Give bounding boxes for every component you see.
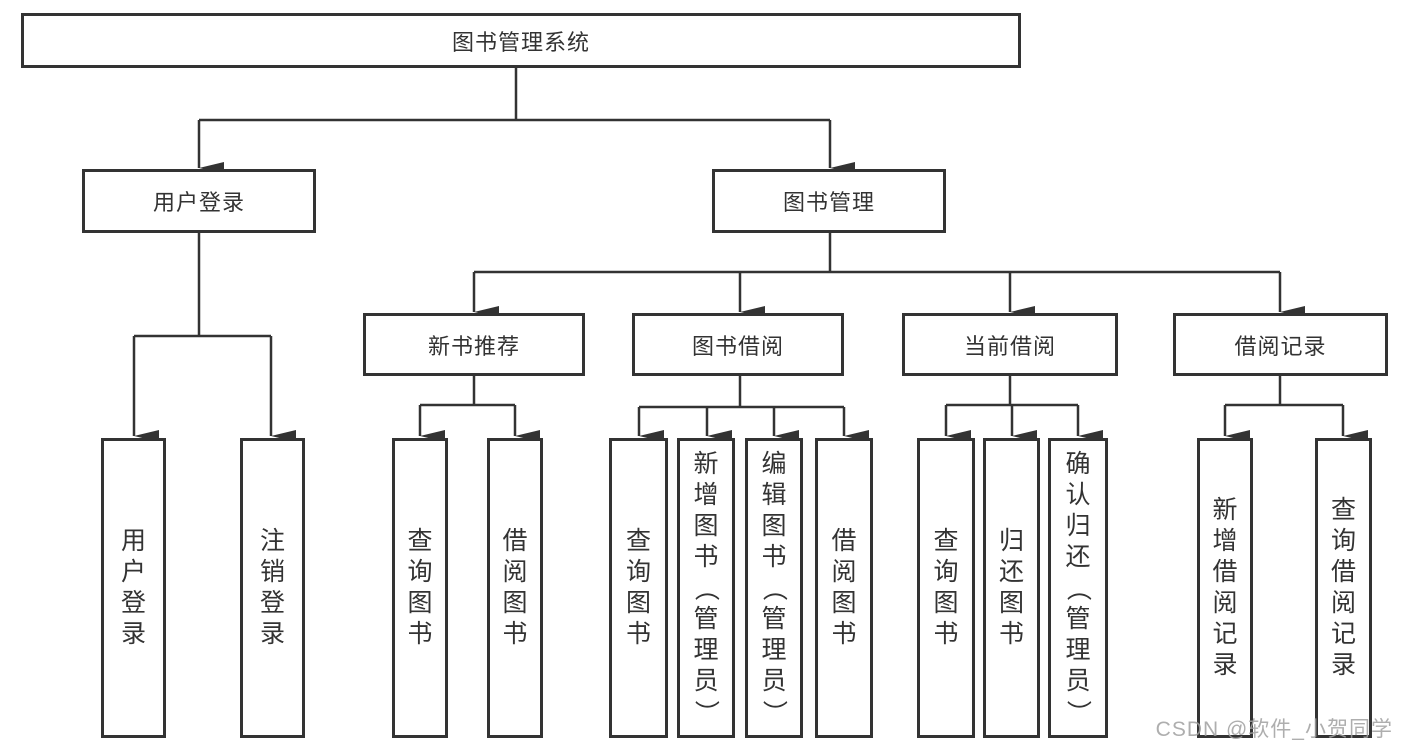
- leaf-borrow-search: 查询图书: [609, 438, 668, 738]
- leaf-borrow-edit-admin-label: 编辑图书（管理员）: [760, 449, 789, 725]
- leaf-records-search: 查询借阅记录: [1315, 438, 1372, 738]
- leaf-current-return: 归还图书: [983, 438, 1040, 738]
- leaf-newbooks-borrow: 借阅图书: [487, 438, 543, 738]
- leaf-current-search: 查询图书: [917, 438, 975, 738]
- node-book-management: 图书管理: [712, 169, 946, 233]
- leaf-records-search-label: 查询借阅记录: [1330, 496, 1356, 679]
- leaf-newbooks-borrow-label: 借阅图书: [502, 527, 528, 648]
- leaf-current-return-label: 归还图书: [998, 527, 1024, 648]
- leaf-newbooks-search-label: 查询图书: [407, 527, 433, 648]
- node-book-borrow: 图书借阅: [632, 313, 844, 376]
- leaf-borrow-search-label: 查询图书: [625, 527, 651, 648]
- leaf-newbooks-search: 查询图书: [392, 438, 448, 738]
- leaf-borrow-borrow: 借阅图书: [815, 438, 873, 738]
- leaf-logout: 注销登录: [240, 438, 305, 738]
- leaf-borrow-add-admin: 新增图书（管理员）: [677, 438, 735, 738]
- node-current-borrow: 当前借阅: [902, 313, 1118, 376]
- node-new-book-recommend: 新书推荐: [363, 313, 585, 376]
- leaf-current-confirm-admin-label: 确认归还（管理员）: [1064, 449, 1093, 725]
- leaf-records-add-label: 新增借阅记录: [1212, 496, 1238, 679]
- leaf-user-login-label: 用户登录: [120, 527, 146, 648]
- node-root-system: 图书管理系统: [21, 13, 1021, 68]
- node-user-login: 用户登录: [82, 169, 316, 233]
- leaf-current-search-label: 查询图书: [933, 527, 959, 648]
- leaf-borrow-edit-admin: 编辑图书（管理员）: [745, 438, 803, 738]
- leaf-user-login: 用户登录: [101, 438, 166, 738]
- leaf-logout-label: 注销登录: [259, 527, 285, 648]
- leaf-current-confirm-admin: 确认归还（管理员）: [1048, 438, 1108, 738]
- leaf-records-add: 新增借阅记录: [1197, 438, 1253, 738]
- watermark: CSDN @软件_小贺同学: [1155, 718, 1393, 741]
- leaf-borrow-add-admin-label: 新增图书（管理员）: [692, 449, 721, 725]
- leaf-borrow-borrow-label: 借阅图书: [831, 527, 857, 648]
- node-borrow-records: 借阅记录: [1173, 313, 1388, 376]
